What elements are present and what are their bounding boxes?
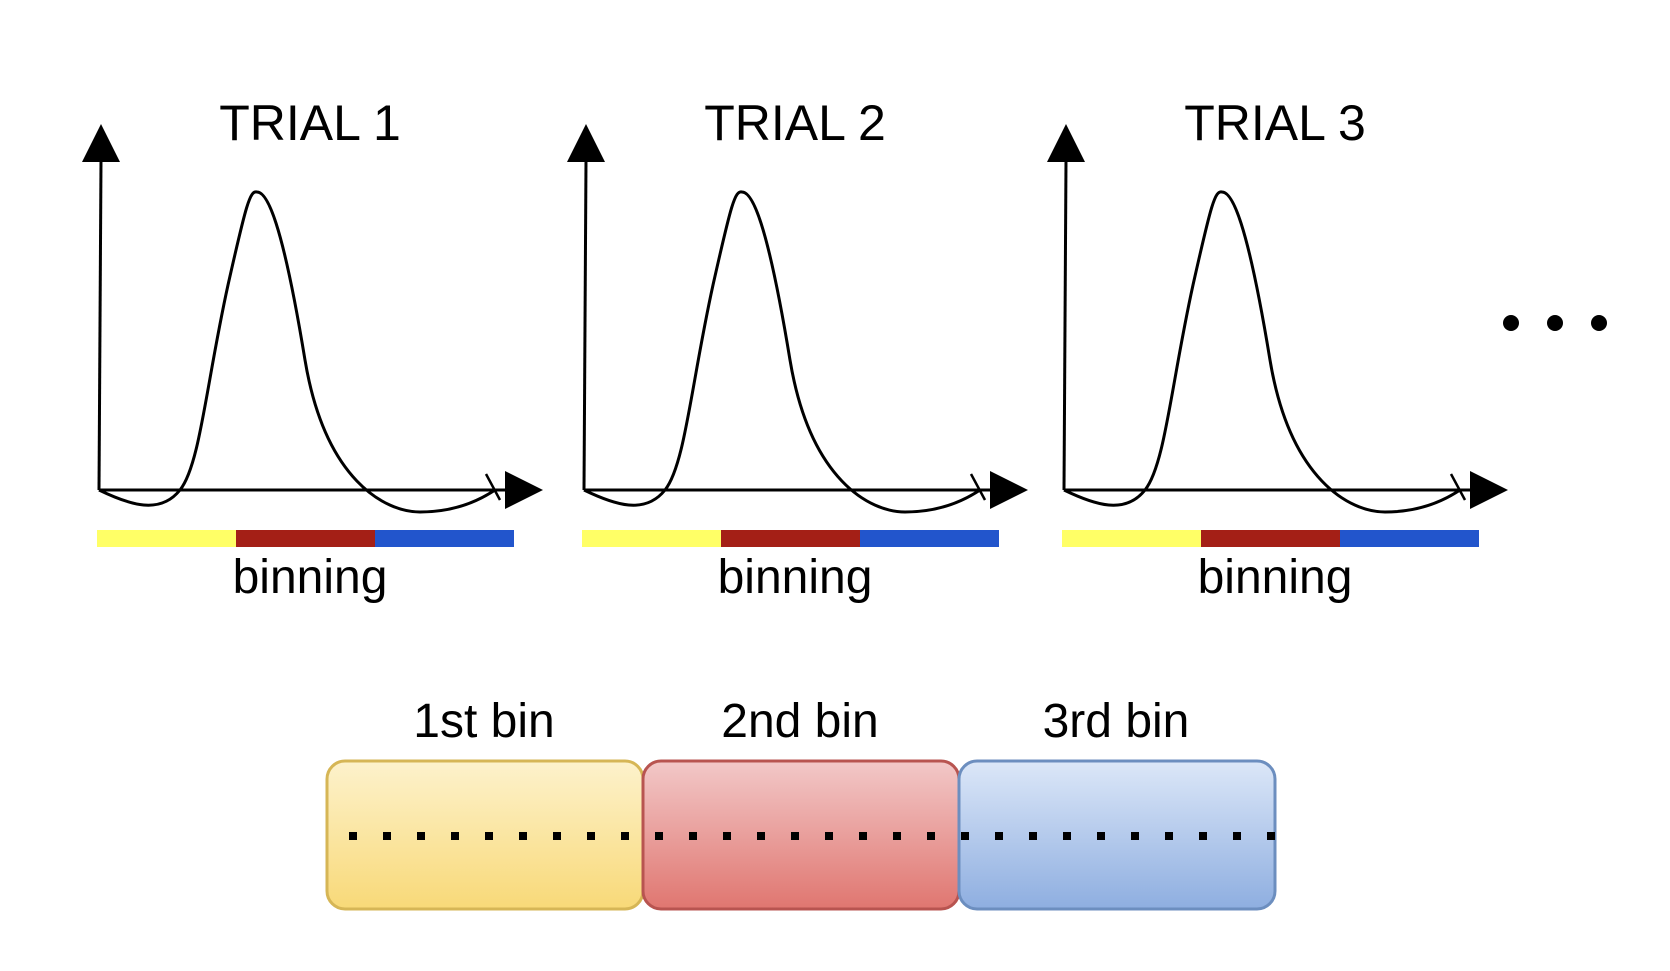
trial-1: TRIAL 1 binning <box>82 95 543 604</box>
binning-label: binning <box>1198 551 1353 604</box>
bin-label-1: 1st bin <box>413 695 554 748</box>
y-axis <box>567 124 605 491</box>
bin-label-3: 3rd bin <box>1043 695 1190 748</box>
binning-label: binning <box>718 551 873 604</box>
x-axis-arrow-icon <box>505 471 543 509</box>
trial-3: TRIAL 3 binning <box>1047 95 1508 604</box>
response-curve <box>583 190 981 514</box>
x-axis <box>584 471 1028 509</box>
trial-title: TRIAL 1 <box>219 95 401 151</box>
axis-break-icon <box>484 473 502 501</box>
bin-strip-2 <box>236 530 375 547</box>
bin-label-2: 2nd bin <box>721 695 878 748</box>
trial-title: TRIAL 2 <box>704 95 886 151</box>
bin-box-3 <box>957 759 1277 911</box>
x-axis-arrow-icon <box>990 471 1028 509</box>
trial-2: TRIAL 2 binning <box>567 95 1028 604</box>
bin-strip-3 <box>860 530 999 547</box>
y-axis-arrow-icon <box>1047 124 1085 162</box>
ellipsis-icon: ... <box>1503 315 1607 331</box>
y-axis <box>82 124 120 491</box>
x-axis <box>99 471 543 509</box>
y-axis <box>1047 124 1085 491</box>
bins-group: 1st bin 2nd bin 3rd bin <box>325 695 1277 911</box>
bin-strip-1 <box>1062 530 1201 547</box>
y-axis-arrow-icon <box>567 124 605 162</box>
bin-strip-1 <box>582 530 721 547</box>
response-curve <box>1063 190 1461 514</box>
binning-label: binning <box>233 551 388 604</box>
bin-strip-2 <box>1201 530 1340 547</box>
x-axis-arrow-icon <box>1470 471 1508 509</box>
bin-strip-2 <box>721 530 860 547</box>
axis-break-icon <box>969 473 987 501</box>
bin-strip-3 <box>375 530 514 547</box>
bin-strip-1 <box>97 530 236 547</box>
bin-strip-3 <box>1340 530 1479 547</box>
x-axis <box>1064 471 1508 509</box>
response-curve <box>98 190 496 514</box>
axis-break-icon <box>1449 473 1467 501</box>
trial-title: TRIAL 3 <box>1184 95 1366 151</box>
y-axis-arrow-icon <box>82 124 120 162</box>
